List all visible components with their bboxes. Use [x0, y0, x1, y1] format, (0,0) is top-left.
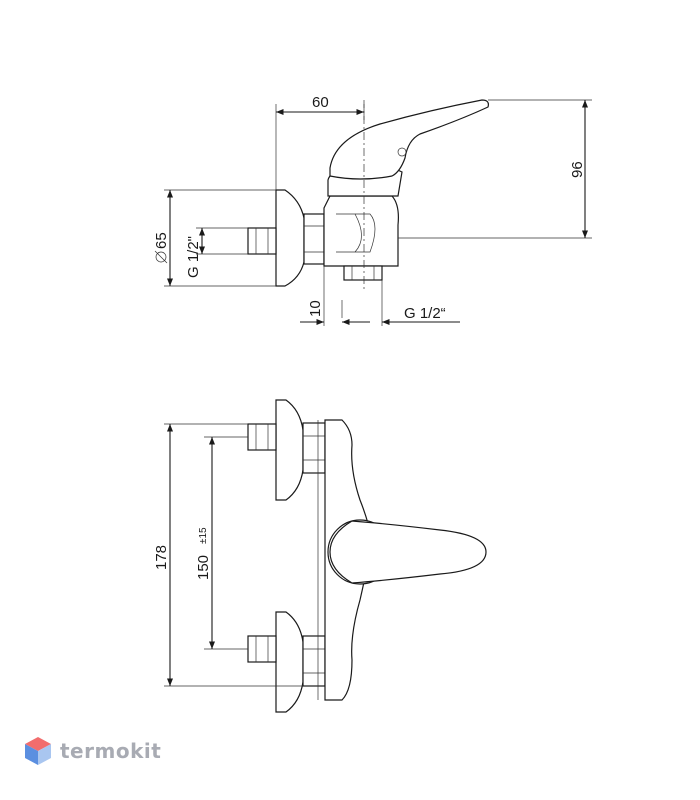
dim-height-label: 96 [569, 161, 586, 178]
front-view: 178 150 ±15 [153, 399, 487, 713]
outlet-side [343, 265, 383, 281]
upper-inlet-stub [247, 423, 277, 451]
dim-total-width-label: 178 [153, 545, 170, 570]
upper-flange-front [275, 399, 304, 501]
brand-logo: termokit [24, 736, 161, 766]
dim-offset-label: 10 [307, 300, 324, 317]
lower-hex-nut [302, 635, 326, 687]
dim-center-tolerance-label: ±15 [198, 527, 209, 544]
lever-handle-side [329, 99, 489, 180]
dim-flange-label: 65 [153, 232, 170, 249]
upper-hex-nut [302, 422, 326, 474]
diameter-icon [155, 251, 167, 263]
dim-outlet-label: G 1/2“ [404, 305, 446, 322]
dim-inlet-label: G 1/2" [185, 236, 202, 278]
termokit-cube-icon [25, 737, 51, 765]
wall-flange-side [275, 189, 305, 287]
dim-depth-label: 60 [312, 94, 329, 111]
brand-name: termokit [60, 739, 162, 763]
lower-flange-front [275, 611, 304, 713]
inlet-stub-side [247, 227, 277, 255]
side-view: 60 96 65 G 1/2" 10 G 1/2“ [153, 94, 592, 326]
hex-nut-side [303, 213, 325, 265]
dim-center-distance-label: 150 [195, 555, 212, 580]
lever-handle-front [329, 520, 487, 584]
lower-inlet-stub [247, 635, 277, 663]
